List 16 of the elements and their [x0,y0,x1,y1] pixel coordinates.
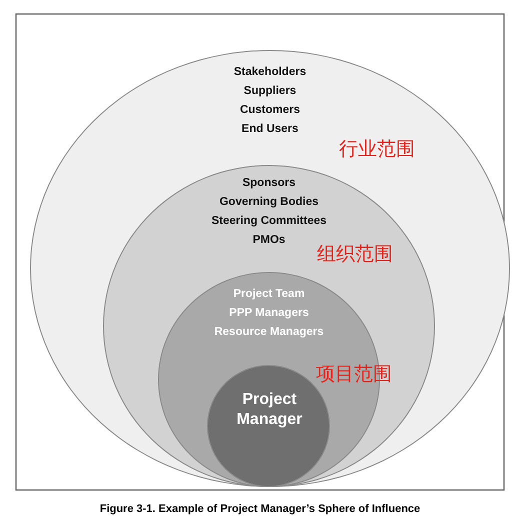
scope-label: 组织范围 [317,242,393,267]
list-item: PPP Managers [229,306,309,321]
scope-label: 行业范围 [339,137,415,162]
list-item: Suppliers [244,84,296,99]
list-item: Steering Committees [211,214,327,229]
list-item: Customers [240,103,300,118]
list-item: Project Team [233,287,305,302]
list-item: PMOs [252,233,286,248]
node-label: Project Manager [236,390,304,430]
list-item: End Users [242,122,298,137]
list-item: Stakeholders [234,65,306,80]
list-item: Governing Bodies [219,195,319,210]
list-item: Sponsors [242,176,296,191]
figure-caption: Figure 3-1. Example of Project Manager’s Sphere of Influence [100,503,420,515]
list-item: Resource Managers [214,325,324,340]
scope-label: 项目范围 [316,362,392,387]
